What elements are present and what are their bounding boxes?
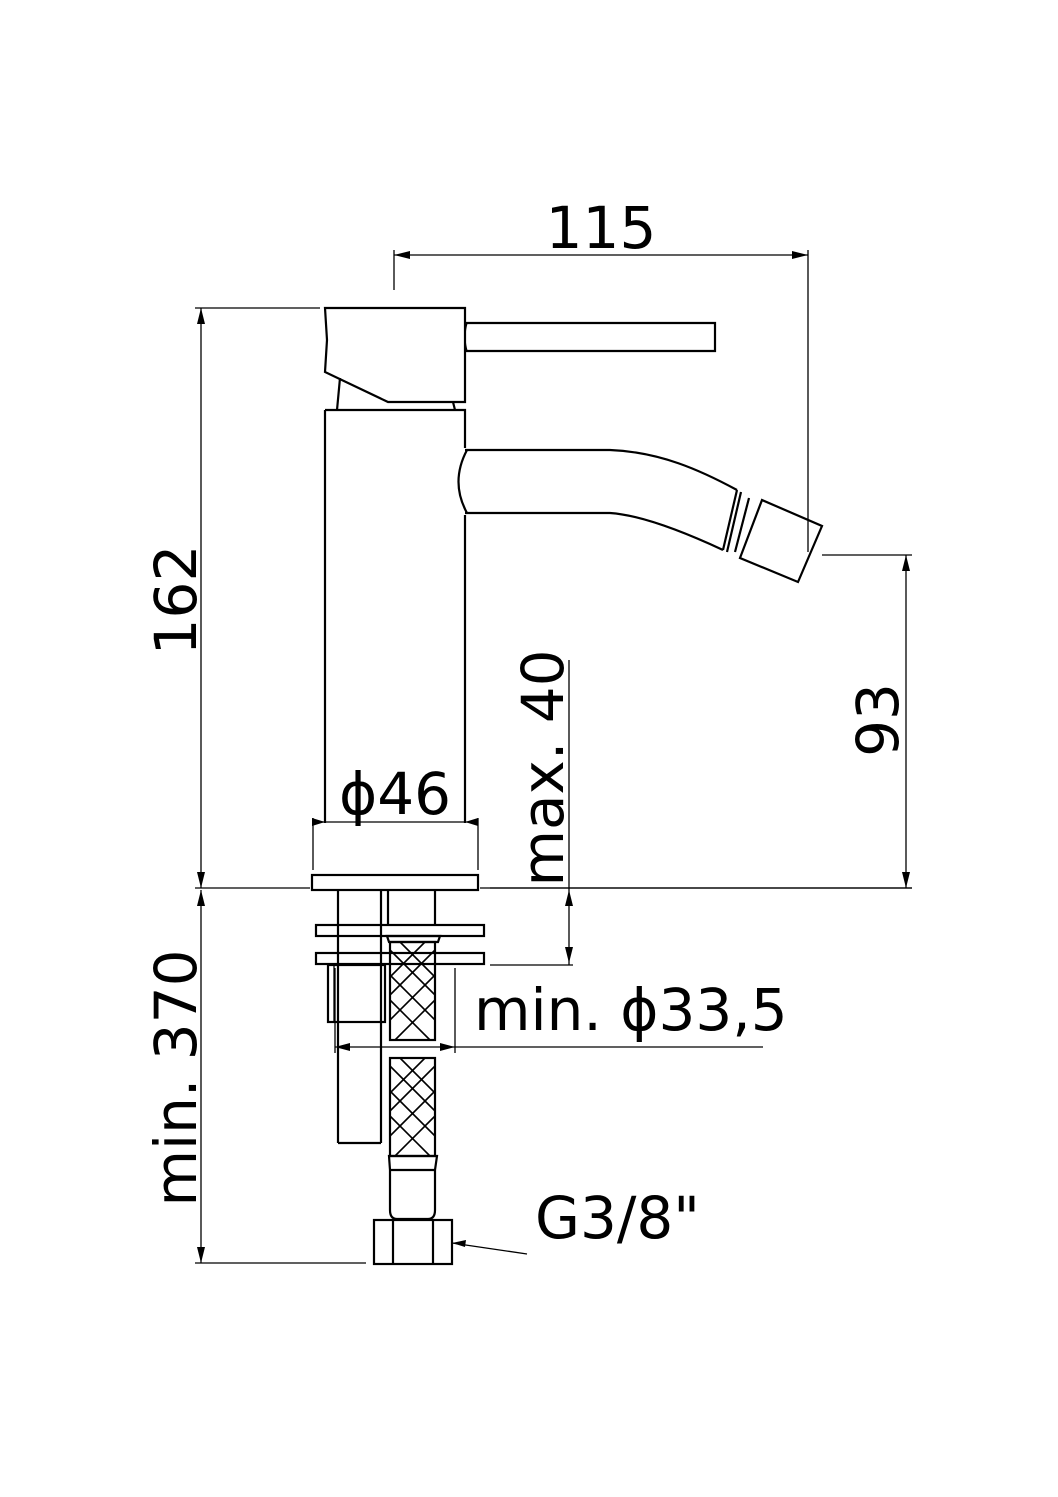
label-115: 115	[546, 194, 657, 262]
label-max-40: max. 40	[509, 649, 577, 886]
dimension-spout-93: 93	[480, 554, 912, 889]
lever-handle	[323, 306, 717, 411]
dimension-diameter-46: ϕ46	[312, 760, 479, 870]
callout-g3-8: G3/8"	[451, 1184, 700, 1255]
dimension-reach-115: 115	[393, 194, 809, 552]
label-93: 93	[844, 683, 912, 757]
label-diameter-46: ϕ46	[339, 760, 451, 828]
fixing-washers	[314, 923, 486, 966]
aerator-swivel	[738, 498, 824, 584]
label-min-33-5: min. ϕ33,5	[474, 976, 788, 1044]
dimension-min-370: min. 370	[142, 890, 366, 1264]
dimension-min-33-5: min. ϕ33,5	[334, 968, 788, 1053]
spout	[457, 448, 751, 553]
label-g3-8: G3/8"	[535, 1184, 700, 1252]
body-cylinder	[323, 408, 467, 823]
dimension-height-162: 162	[142, 307, 320, 889]
flexible-hose	[387, 940, 439, 1221]
base-plate	[310, 873, 480, 892]
dimension-max-40: max. 40	[490, 649, 577, 966]
label-min-370: min. 370	[142, 950, 210, 1207]
hose-nut	[372, 1218, 454, 1266]
label-162: 162	[142, 545, 210, 656]
threaded-shank	[326, 890, 437, 1145]
